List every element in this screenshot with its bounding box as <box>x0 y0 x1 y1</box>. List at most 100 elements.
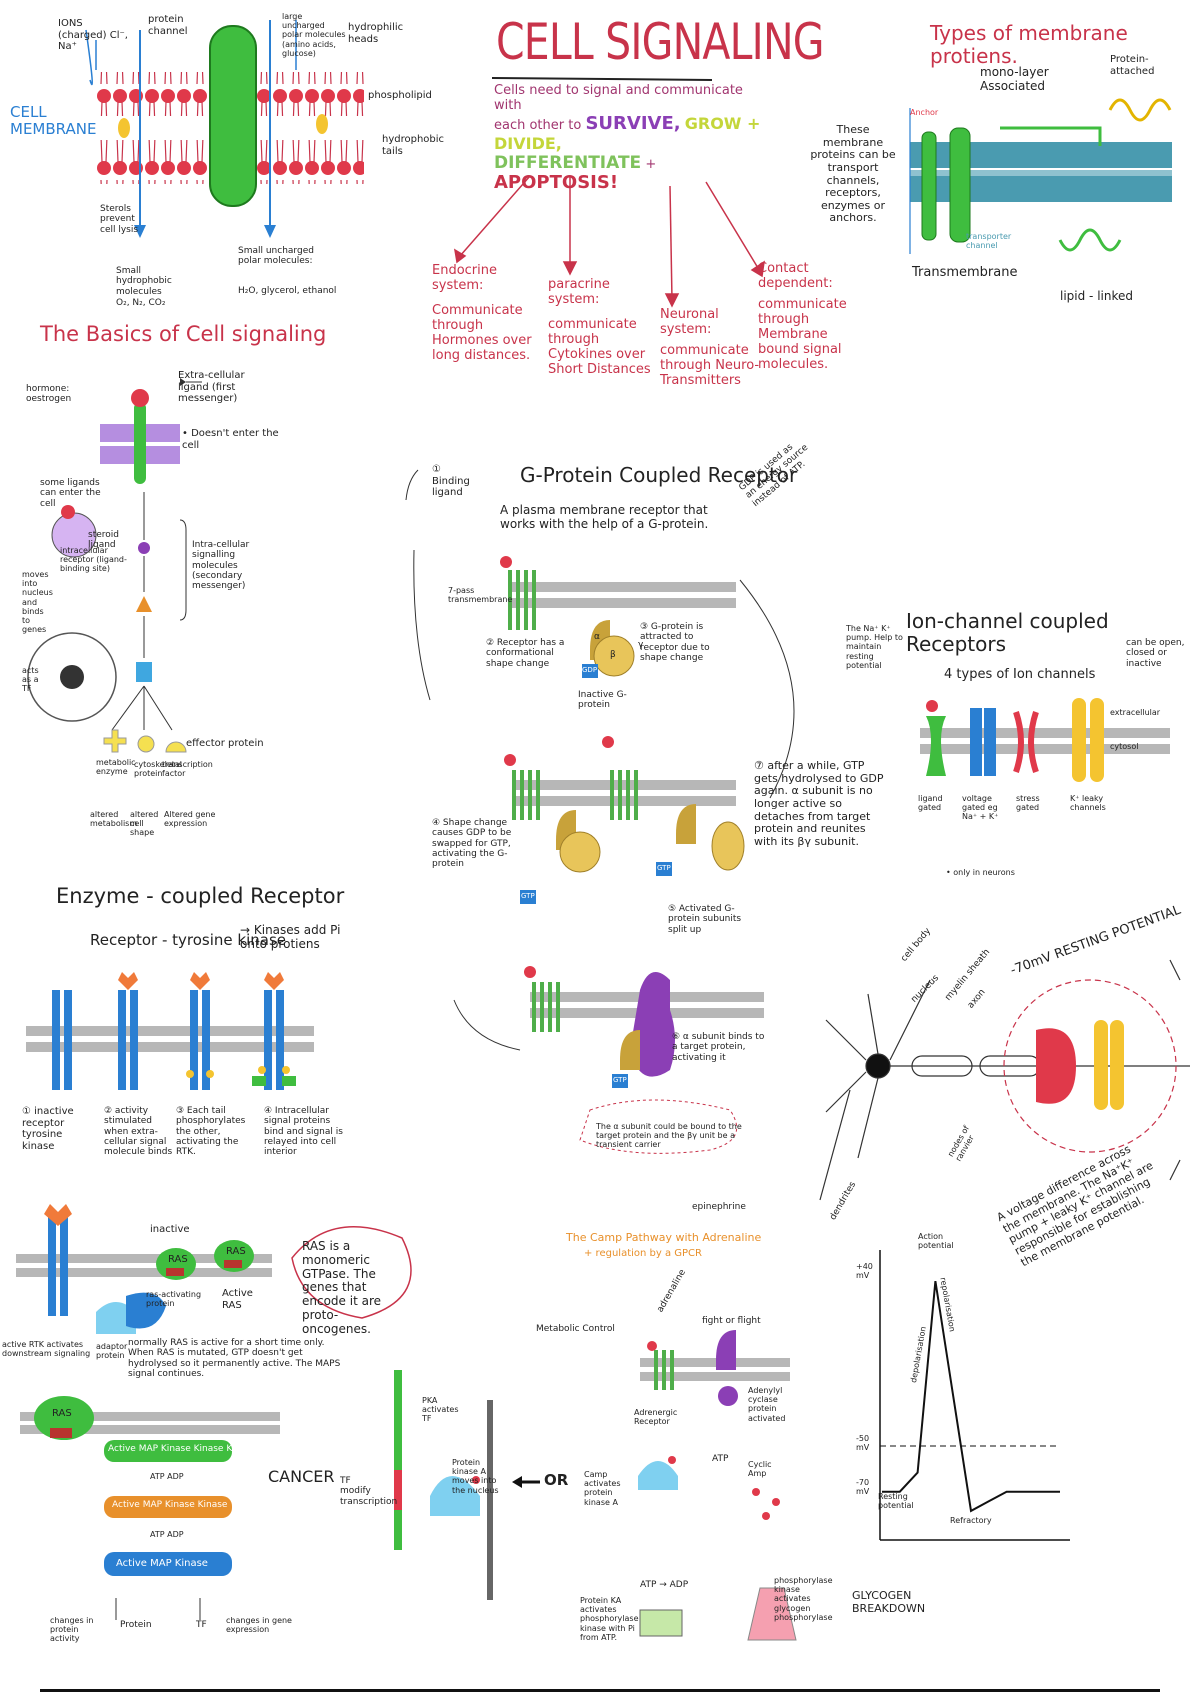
ap-resting: Resting potential <box>878 1492 914 1511</box>
action-potential-line <box>882 1280 1060 1513</box>
camp-adrenergic: Adrenergic Receptor <box>634 1408 678 1427</box>
signal-type-desc: communicate through Cytokines over Short… <box>548 316 651 377</box>
label-active-rtk: active RTK activates downstream signalin… <box>2 1340 91 1359</box>
label-active-ras: Active RAS <box>222 1288 253 1311</box>
signal-type-neuronal: Neuronal system: communicate through Neu… <box>660 307 760 389</box>
rtk-step-2: ② activity stimulated when extra-cellula… <box>104 1106 173 1158</box>
label-altered-shape: altered cell shape <box>130 810 159 838</box>
membrane-protein-types-diagram <box>909 98 1172 254</box>
label-intra-molecules: Intra-cellular signalling molecules (sec… <box>192 540 250 592</box>
ion-leaky: K⁺ leaky channels <box>1070 794 1106 813</box>
label-mapkk: Active MAP Kinase Kinase <box>112 1500 228 1510</box>
label-inactive: inactive <box>150 1224 190 1235</box>
label-protein: Protein <box>120 1620 152 1630</box>
label-mapk: Active MAP Kinase <box>116 1558 208 1569</box>
gpcr-beta: β <box>610 650 616 660</box>
label-atp-adp-2: ATP ADP <box>150 1530 184 1539</box>
basics-signaling-diagram <box>27 378 202 753</box>
gpcr-binding: ① Binding ligand <box>432 464 470 498</box>
membrane-proteins-note: These membrane proteins can be transport… <box>810 123 896 225</box>
signal-type-desc: communicate through Neuro-Transmitters <box>660 342 760 388</box>
camp-atp: ATP <box>712 1454 729 1464</box>
ion-types: 4 types of Ion channels <box>944 667 1096 682</box>
camp-subtitle: + regulation by a GPCR <box>584 1248 702 1259</box>
intro-plus: + <box>645 156 657 172</box>
rtk-step-4: ④ Intracellular signal proteins bind and… <box>264 1106 343 1158</box>
label-steroid-ligand: steroid ligand <box>88 530 119 551</box>
camp-epinephrine: epinephrine <box>692 1202 746 1212</box>
label-mono-layer: mono-layer Associated <box>980 65 1049 93</box>
intro-line1: Cells need to signal and communicate wit… <box>494 83 743 113</box>
signal-type-endocrine: Endocrine system: Communicate through Ho… <box>432 263 552 364</box>
label-hydrophobic: hydrophobic tails <box>382 134 445 157</box>
gpcr-step6: ⑥ α subunit binds to a target protein, a… <box>672 1032 765 1063</box>
gpcr-diagram <box>413 549 795 1154</box>
intro-text: Cells need to signal and communicate wit… <box>494 83 774 194</box>
camp-cyclic: Cyclic Amp <box>748 1460 772 1479</box>
gpcr-gamma: γ <box>638 640 644 650</box>
camp-fight: fight or flight <box>702 1316 761 1326</box>
enzyme-coupled-diagram <box>26 972 314 1090</box>
action-potential-chart <box>879 1250 1070 1541</box>
camp-adenylyl: Adenylyl cyclase protein activated <box>748 1386 786 1423</box>
label-protein-attached: Protein-attached <box>1110 54 1155 77</box>
ion-channel-title: Ion-channel coupled Receptors <box>906 609 1109 656</box>
label-tf: TF <box>196 1620 207 1630</box>
gpcr-gtp-2: GTP <box>657 864 671 872</box>
gpcr-step3: ③ G-protein is attracted to receptor due… <box>640 622 710 664</box>
label-small-uncharged-ex: H₂O, glycerol, ethanol <box>238 286 337 296</box>
ion-can-be: can be open, closed or inactive <box>1126 638 1185 669</box>
label-ras-2: RAS <box>226 1246 246 1257</box>
label-extracellular-ligand: Extra-cellular ligand (first messenger) <box>178 370 245 404</box>
signal-type-desc: communicate through Membrane bound signa… <box>758 296 847 372</box>
ras-diagram <box>16 1204 412 1620</box>
ion-na-k-pump: The Na⁺ K⁺ pump. Help to maintain restin… <box>846 624 903 670</box>
intro-apoptosis: APOPTOSIS! <box>494 172 619 194</box>
camp-or: OR <box>544 1471 569 1489</box>
ion-voltage: voltage gated eg Na⁺ + K⁺ <box>962 794 999 822</box>
label-sterols: Sterols prevent cell lysis <box>100 204 139 235</box>
label-altered-metabolism: altered metabolism <box>90 810 138 829</box>
ion-channel-diagram <box>920 698 1170 782</box>
ap-y-rest: -70 mV <box>856 1478 870 1497</box>
label-kinases-add: → Kinases add Pi onto protiens <box>240 923 341 951</box>
label-effector: effector protein <box>186 738 264 749</box>
signal-type-name: paracrine system: <box>548 277 610 307</box>
signal-type-paracrine: paracrine system: communicate through Cy… <box>548 277 658 378</box>
ion-stress: stress gated <box>1016 794 1040 813</box>
label-altered-gene: Altered gene expression <box>164 810 216 829</box>
enzyme-coupled-subtitle: Receptor - tyrosine kinase <box>90 931 287 949</box>
label-large-uncharged: large uncharged polar molecules (amino a… <box>282 12 346 58</box>
label-anchor: Anchor <box>910 108 939 117</box>
gpcr-gtp-1: GTP <box>521 892 535 900</box>
ras-note: RAS is a monomeric GTPase. The genes tha… <box>302 1239 382 1336</box>
camp-pka-activates: PKA activates TF <box>422 1396 459 1424</box>
camp-atp-adp: ATP → ADP <box>640 1580 689 1590</box>
label-transcription: transcription factor <box>162 760 213 779</box>
ap-title: Action potential <box>918 1232 954 1251</box>
gpcr-step4: ④ Shape change causes GDP to be swapped … <box>432 818 512 870</box>
label-ras-3: RAS <box>52 1408 72 1419</box>
cell-membrane-diagram <box>85 20 364 238</box>
enzyme-coupled-title: Enzyme - coupled Receptor <box>56 884 345 908</box>
cell-membrane-title: CELL MEMBRANE <box>10 103 97 139</box>
gpcr-gdp: GDP <box>582 666 598 674</box>
gpcr-alpha: α <box>594 632 600 642</box>
intro-line2: each other to <box>494 117 582 133</box>
gpcr-gtp-3: GTP <box>613 1076 627 1084</box>
label-ions: IONS (charged) Cl⁻, Na⁺ <box>58 18 128 52</box>
label-small-hydrophobic-ex: O₂, N₂, CO₂ <box>116 298 166 308</box>
protein-channel <box>209 25 257 207</box>
label-transporter: transporter channel <box>966 232 1012 251</box>
basics-title: The Basics of Cell signaling <box>40 322 327 346</box>
gpcr-step2: ② Receptor has a conformational shape ch… <box>486 638 565 669</box>
gpcr-note-bottom: The α subunit could be bound to the targ… <box>596 1122 742 1150</box>
signal-type-desc: Communicate through Hormones over long d… <box>432 302 532 363</box>
camp-metabolic: Metabolic Control <box>536 1324 615 1334</box>
intro-differentiate: DIFFERENTIATE <box>494 152 642 173</box>
ion-only-neurons: • only in neurons <box>946 868 1015 877</box>
label-changes-protein: changes in protein activity <box>50 1616 94 1644</box>
ion-extracellular: extracellular <box>1110 708 1161 717</box>
bottom-border-line <box>40 1689 1160 1692</box>
camp-glycogen: GLYCOGEN BREAKDOWN <box>852 1589 926 1615</box>
